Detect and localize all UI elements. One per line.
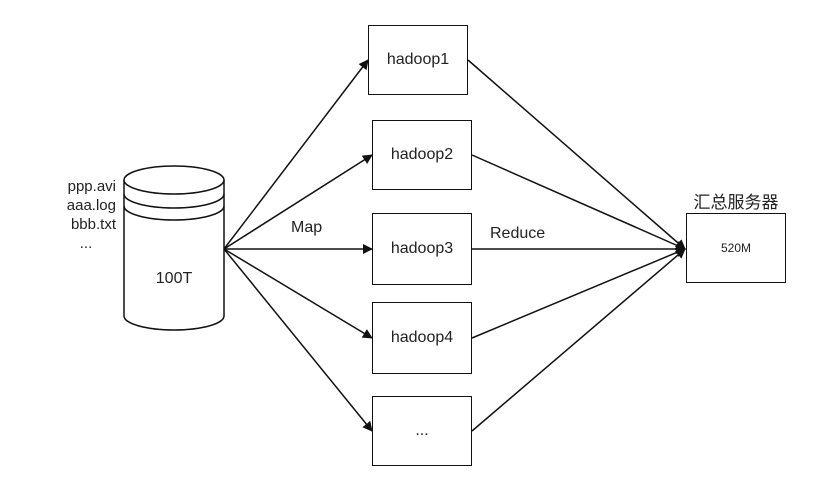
reduce-arrow-hadoop2 <box>471 154 686 250</box>
file-item: ppp.avi <box>67 178 116 195</box>
reduce-arrow-hadoop4 <box>471 247 686 339</box>
map-arrow-hadoop1 <box>223 59 369 250</box>
map-label: Map <box>291 219 323 236</box>
file-list: ppp.avi aaa.log bbb.txt ... <box>56 177 116 253</box>
map-arrow-more <box>223 248 373 432</box>
reduce-arrows <box>467 59 686 432</box>
file-item: aaa.log <box>66 197 116 214</box>
summary-server-value: 520M <box>720 241 752 255</box>
node-label: hadoop4 <box>390 329 454 346</box>
summary-server-box: 520M <box>686 213 786 283</box>
node-label: hadoop1 <box>386 51 450 68</box>
summary-server-title: 汇总服务器 <box>693 193 779 212</box>
node-hadoop2: hadoop2 <box>372 120 472 190</box>
node-label: ... <box>415 422 429 439</box>
node-hadoop4: hadoop4 <box>372 302 472 374</box>
file-item-ellipsis: ... <box>79 235 93 252</box>
database-cylinder-icon <box>123 165 225 331</box>
storage-capacity-label: 100T <box>155 270 193 287</box>
node-more: ... <box>372 396 472 466</box>
file-item: bbb.txt <box>70 216 116 233</box>
node-label: hadoop3 <box>390 240 454 257</box>
node-label: hadoop2 <box>390 146 454 163</box>
reduce-label: Reduce <box>490 225 546 242</box>
node-hadoop1: hadoop1 <box>368 25 468 95</box>
map-arrows <box>223 59 373 432</box>
node-hadoop3: hadoop3 <box>372 213 472 285</box>
reduce-arrow-hadoop1 <box>467 59 686 250</box>
map-arrow-hadoop2 <box>223 154 373 250</box>
map-arrow-hadoop4 <box>223 248 373 339</box>
reduce-arrow-more <box>471 248 686 432</box>
